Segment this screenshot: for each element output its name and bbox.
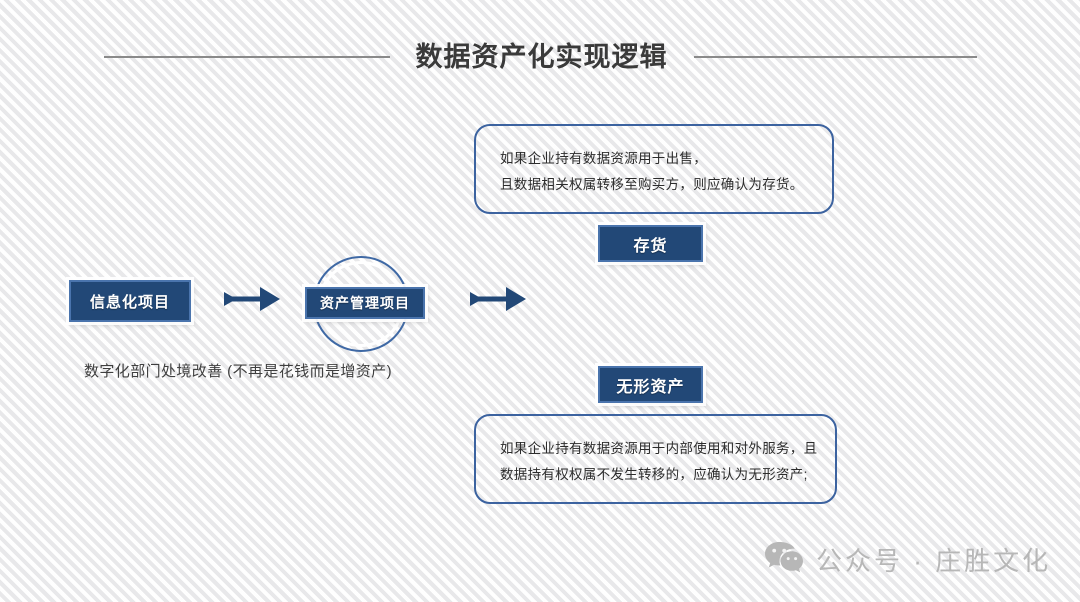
title-rule-right [693, 56, 977, 58]
watermark: 公众号 · 庄胜文化 [764, 540, 1051, 579]
title-row: 数据资产化实现逻辑 [0, 34, 1080, 80]
badge-inventory[interactable]: 存货 [598, 225, 703, 262]
callout-inventory-line-1: 如果企业持有数据资源用于出售， [500, 151, 707, 166]
callout-inventory: 如果企业持有数据资源用于出售， 且数据相关权属转移至购买方，则应确认为存货。 [474, 124, 834, 214]
title-rule-left [103, 56, 390, 58]
callout-inventory-line-2: 且数据相关权属转移至购买方，则应确认为存货。 [500, 177, 804, 192]
right-block-arrow-icon [224, 286, 280, 317]
right-block-arrow-icon [470, 286, 526, 317]
callout-intangible-asset: 如果企业持有数据资源用于内部使用和对外服务，且 数据持有权权属不发生转移的，应确… [474, 414, 837, 504]
callout-intangible-line-1: 如果企业持有数据资源用于内部使用和对外服务，且 [500, 441, 818, 456]
badge-intangible-asset[interactable]: 无形资产 [598, 366, 703, 403]
wechat-icon [764, 540, 804, 579]
flow-step-asset-management-project[interactable]: 资产管理项目 [305, 287, 425, 319]
flow-step-informatization-project[interactable]: 信息化项目 [69, 280, 191, 322]
flow-caption: 数字化部门处境改善 (不再是花钱而是增资产) [84, 363, 392, 380]
watermark-text: 公众号 · 庄胜文化 [816, 546, 1052, 576]
callout-intangible-line-2: 数据持有权权属不发生转移的，应确认为无形资产; [500, 467, 808, 482]
page-title: 数据资产化实现逻辑 [415, 41, 668, 72]
